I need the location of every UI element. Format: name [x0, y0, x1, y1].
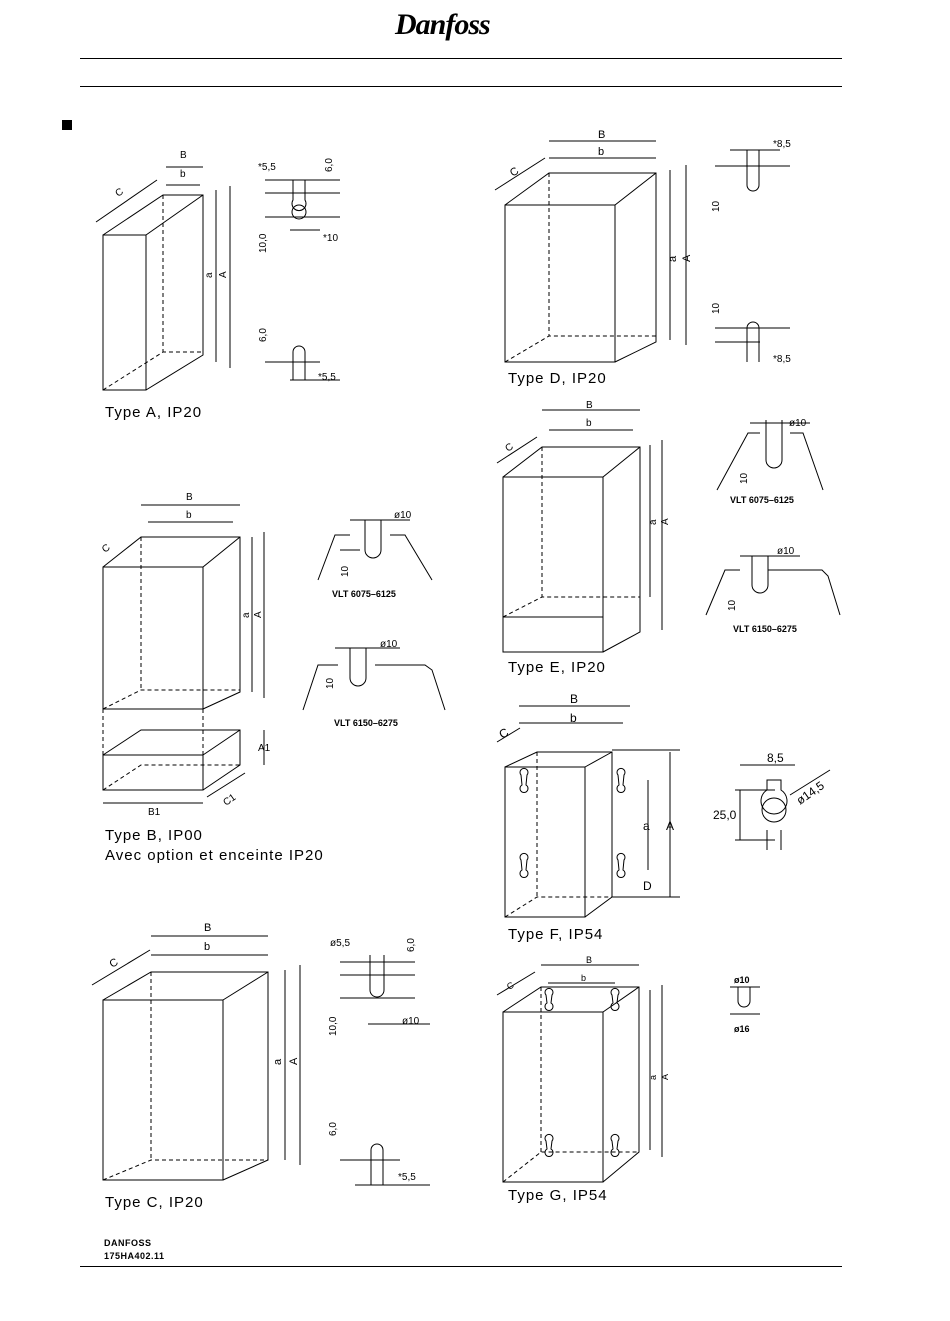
type-a-label-B: B: [180, 150, 187, 161]
type-f-dim-85: 8,5: [767, 751, 784, 765]
type-b-vlt-small: VLT 6075–6125: [332, 589, 396, 599]
type-e-d10-large: 10: [727, 599, 738, 611]
header-rule-bottom: [80, 86, 842, 87]
type-g-label-b: b: [581, 973, 586, 983]
type-f-label-b: b: [570, 711, 577, 725]
type-d-label-A: A: [681, 254, 693, 262]
type-c-drawing: B b C a A ø5,5 6,0 10,0 ø10 6,0 *5,5: [91, 922, 430, 1186]
type-g-label-C: C: [505, 980, 516, 992]
type-e-label-A: A: [660, 518, 671, 525]
type-d-label-a: a: [667, 255, 679, 262]
type-a-drawing: B b C a A *5,5 6,0 10,0 *10 6,0: [95, 150, 340, 391]
type-b-label-a: a: [241, 612, 252, 618]
caption-type-b-line1: Type B, IP00: [105, 827, 203, 844]
type-e-d10-small: 10: [739, 472, 750, 484]
type-b-d10-small: 10: [340, 565, 351, 577]
type-a-label-b: b: [180, 169, 186, 180]
type-c-label-A: A: [288, 1057, 300, 1065]
type-b-label-A: A: [253, 611, 264, 618]
type-f-label-A: A: [666, 819, 674, 833]
type-d-label-B: B: [598, 129, 605, 141]
type-b-label-A1: A1: [258, 743, 271, 754]
caption-type-f: Type F, IP54: [508, 926, 604, 943]
type-e-phi10-large: ø10: [777, 546, 795, 557]
type-a-dim-10: *10: [323, 233, 338, 244]
type-d-dim-85-top: *8,5: [773, 139, 791, 150]
type-e-vlt-large: VLT 6150–6275: [733, 624, 797, 634]
type-a-label-A: A: [218, 271, 229, 278]
type-b-phi10-large: ø10: [380, 639, 398, 650]
type-e-vlt-small: VLT 6075–6125: [730, 495, 794, 505]
type-b-label-C1: C1: [221, 792, 238, 809]
type-a-label-a: a: [204, 272, 215, 278]
type-f-label-C: C: [497, 725, 512, 742]
type-b-d10-large: 10: [325, 677, 336, 689]
type-b-label-B: B: [186, 492, 193, 503]
type-b-label-B1: B1: [148, 807, 161, 818]
type-b-phi10-small: ø10: [394, 510, 412, 521]
type-a-dim-100: 10,0: [258, 233, 269, 253]
type-c-dim-100: 10,0: [328, 1016, 339, 1036]
type-f-label-D: D: [643, 879, 652, 893]
type-a-dim-60-bottom: 6,0: [258, 328, 269, 342]
type-a-dim-55-bottom: *5,5: [318, 372, 336, 383]
danfoss-logo: Danfoss: [395, 8, 491, 41]
type-c-label-B: B: [204, 922, 211, 934]
caption-type-g: Type G, IP54: [508, 1187, 608, 1204]
footer-company: DANFOSS: [104, 1238, 152, 1248]
caption-type-a: Type A, IP20: [105, 404, 203, 421]
type-b-label-b: b: [186, 510, 192, 521]
caption-type-d: Type D, IP20: [508, 370, 607, 387]
type-g-dim-phi16: ø16: [734, 1024, 750, 1034]
type-c-label-a: a: [272, 1058, 284, 1065]
type-d-drawing: B b C a A *8,5 10 10 *8,5: [494, 129, 791, 365]
type-d-dim-85-bottom: *8,5: [773, 354, 791, 365]
type-d-dim-10-top: 10: [711, 200, 722, 212]
type-f-drawing: B b C a A D 8,5 25,0 ø14,5: [497, 692, 831, 918]
type-c-dim-phi55: ø5,5: [330, 938, 350, 949]
type-c-dim-60-top: 6,0: [406, 938, 417, 952]
type-e-label-B: B: [586, 400, 593, 411]
type-e-phi10-small: ø10: [789, 418, 807, 429]
footer-rule: [80, 1266, 842, 1267]
type-g-label-a: a: [648, 1075, 658, 1080]
type-a-dim-60-top: 6,0: [324, 158, 335, 172]
type-e-label-a: a: [648, 519, 659, 525]
caption-type-c: Type C, IP20: [105, 1194, 204, 1211]
type-b-drawing: B b C a A A1 B1 C1 ø10 10 VLT: [100, 492, 446, 818]
type-g-drawing: B b C a A ø10 ø16: [496, 955, 760, 1183]
type-a-label-C: C: [114, 186, 126, 199]
type-c-dim-60-bottom: 6,0: [328, 1122, 339, 1136]
type-g-dim-phi10: ø10: [734, 975, 750, 985]
type-f-label-B: B: [570, 692, 578, 706]
type-c-dim-phi10: ø10: [402, 1016, 420, 1027]
section-bullet: [62, 120, 72, 130]
type-f-label-a: a: [643, 819, 650, 833]
type-c-dim-55: *5,5: [398, 1172, 416, 1183]
footer-code: 175HA402.11: [104, 1251, 165, 1261]
type-a-dim-55-top: *5,5: [258, 162, 276, 173]
type-c-label-b: b: [204, 941, 210, 953]
type-g-label-A: A: [660, 1074, 670, 1080]
type-b-label-C: C: [100, 542, 112, 555]
type-e-drawing: B b C a A ø10 10 VLT 6075–6125 ø10 10 VL…: [496, 400, 841, 653]
header-rule-top: [80, 58, 842, 59]
type-d-dim-10-bottom: 10: [711, 302, 722, 314]
type-b-vlt-large: VLT 6150–6275: [334, 718, 398, 728]
caption-type-b-line2: Avec option et enceinte IP20: [105, 847, 324, 864]
type-f-dim-250: 25,0: [713, 808, 737, 822]
type-d-label-C: C: [508, 165, 521, 179]
type-d-label-b: b: [598, 146, 604, 158]
type-g-label-B: B: [586, 955, 592, 965]
type-e-label-b: b: [586, 418, 592, 429]
caption-type-e: Type E, IP20: [508, 659, 606, 676]
